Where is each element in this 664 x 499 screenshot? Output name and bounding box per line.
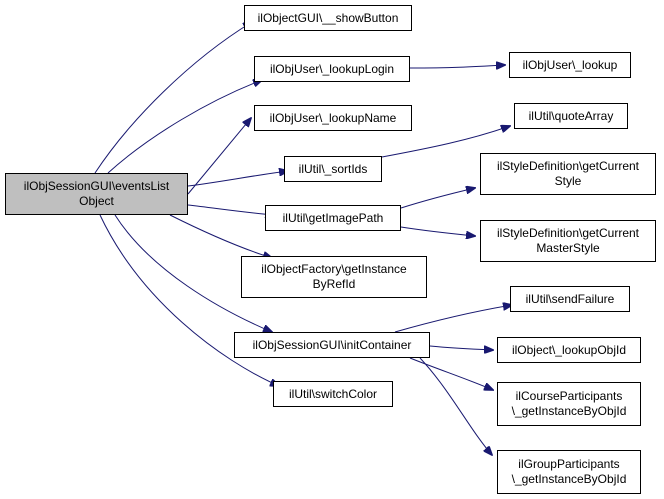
edge-root-to-getImagePath	[187, 204, 274, 215]
node-lookupName[interactable]: ilObjUser\_lookupName	[254, 105, 412, 131]
node-label-line: ilObjSessionGUI\initContainer	[252, 337, 412, 352]
node-lookupLogin[interactable]: ilObjUser\_lookupLogin	[254, 56, 410, 82]
node-label-line: ilObjUser\_lookup	[522, 57, 618, 72]
edge-root-to-initContainer	[114, 214, 272, 332]
node-groupParticipants[interactable]: ilGroupParticipants\_getInstanceByObjId	[497, 450, 641, 494]
node-initContainer[interactable]: ilObjSessionGUI\initContainer	[234, 332, 430, 358]
node-label-line: MasterStyle	[536, 241, 600, 255]
edge-initContainer-to-groupParticipants	[419, 357, 492, 455]
node-label-line: ilObject\_lookupObjId	[511, 342, 627, 357]
edge-root-to-switchColor	[99, 214, 279, 386]
edge-root-to-showButton	[94, 22, 252, 174]
edge-root-to-getInstanceByRefId	[169, 214, 272, 258]
node-label-line: ilGroupParticipants	[518, 457, 620, 471]
node-label-line: Style	[554, 174, 582, 188]
edge-lookupLogin-to-lookup	[409, 65, 505, 68]
edge-root-to-lookupLogin	[107, 80, 262, 174]
node-label-line: \_getInstanceByObjId	[511, 404, 627, 418]
node-label-line: ilStyleDefinition\getCurrent	[496, 226, 640, 240]
node-quoteArray[interactable]: ilUtil\quoteArray	[514, 103, 628, 129]
node-label-line: ilObjectGUI\__showButton	[257, 10, 399, 25]
node-label-line: Object	[79, 194, 114, 208]
node-lookup[interactable]: ilObjUser\_lookup	[509, 52, 631, 78]
node-label-line: ilUtil\quoteArray	[528, 108, 614, 123]
node-label-line: ilUtil\getImagePath	[282, 210, 384, 225]
node-label-line: ilCourseParticipants	[515, 389, 623, 403]
edge-sortIds-to-quoteArray	[381, 126, 510, 158]
node-label-line: ilUtil\sendFailure	[525, 291, 615, 306]
node-label-line: ilUtil\_sortIds	[298, 161, 368, 176]
edge-getImagePath-to-getCurrentMasterStyle	[400, 226, 475, 236]
edge-initContainer-to-sendFailure	[394, 305, 512, 333]
node-label-line: ilStyleDefinition\getCurrent	[496, 159, 640, 173]
node-courseParticipants[interactable]: ilCourseParticipants\_getInstanceByObjId	[497, 382, 641, 426]
edge-root-to-lookupName	[187, 118, 251, 195]
node-label-line: ilObjUser\_lookupLogin	[269, 61, 395, 76]
node-label-line: ilObjUser\_lookupName	[269, 110, 397, 125]
node-sortIds[interactable]: ilUtil\_sortIds	[284, 156, 382, 182]
node-label-line: ilUtil\switchColor	[288, 386, 377, 401]
node-sendFailure[interactable]: ilUtil\sendFailure	[510, 286, 630, 312]
edge-getImagePath-to-getCurrentStyle	[400, 188, 475, 209]
node-label-line: ilObjSessionGUI\eventsList	[23, 179, 170, 193]
node-switchColor[interactable]: ilUtil\switchColor	[273, 381, 393, 407]
edge-initContainer-to-lookupObjId	[429, 345, 493, 350]
node-label-line: ByRefId	[312, 277, 356, 291]
node-getImagePath[interactable]: ilUtil\getImagePath	[265, 205, 401, 231]
edge-initContainer-to-courseParticipants	[409, 357, 493, 390]
node-label-line: ilObjectFactory\getInstance	[261, 262, 407, 276]
node-showButton[interactable]: ilObjectGUI\__showButton	[244, 5, 412, 31]
edge-root-to-sortIds	[187, 171, 288, 187]
node-lookupObjId[interactable]: ilObject\_lookupObjId	[497, 337, 641, 363]
node-label-line: \_getInstanceByObjId	[511, 472, 627, 486]
